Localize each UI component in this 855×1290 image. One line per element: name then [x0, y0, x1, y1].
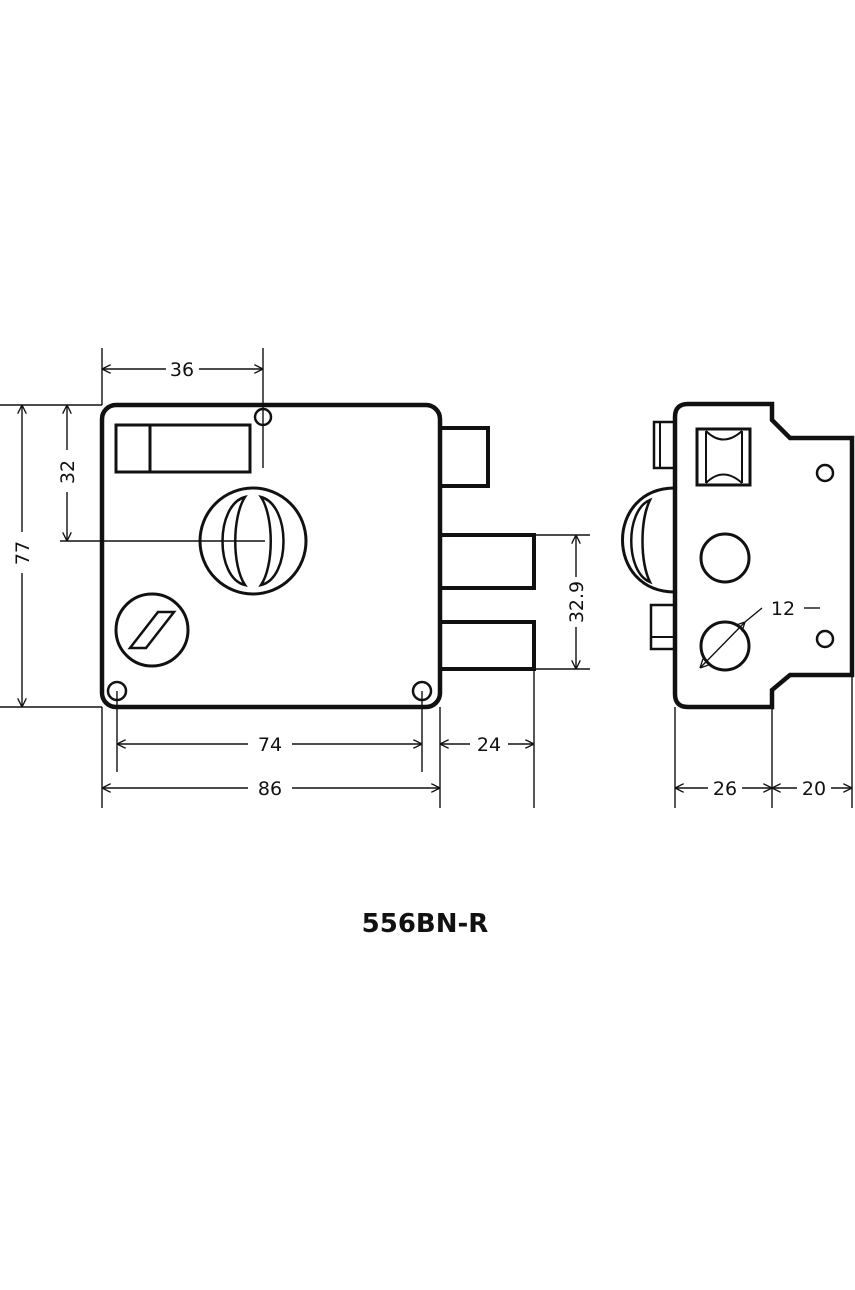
lower-bolt	[440, 620, 536, 671]
dim-hole-spacing: 74	[258, 734, 282, 756]
dim-total-height: 77	[12, 541, 34, 565]
latch-block	[114, 423, 152, 474]
upper-bolt	[440, 426, 490, 488]
dim-body-depth: 26	[713, 778, 737, 800]
side-spindle-hole	[699, 532, 751, 584]
dim-flange-depth: 20	[802, 778, 826, 800]
lock-case	[99, 402, 443, 710]
middle-bolt	[440, 533, 536, 590]
side-tab-bottom	[649, 603, 677, 651]
model-title: 556BN-R	[362, 909, 489, 939]
dim-top-width: 36	[170, 359, 194, 381]
side-screw-hole-bottom	[815, 629, 835, 649]
side-view-labels: 12 26 20	[713, 598, 826, 800]
front-view	[99, 402, 536, 710]
side-knob	[621, 486, 676, 594]
side-screw-hole-top	[815, 463, 835, 483]
side-cylinder-hole	[699, 620, 751, 672]
dim-bolt-projection: 24	[477, 734, 501, 756]
latch-slot	[114, 423, 252, 474]
dim-height-to-center: 32	[57, 460, 79, 484]
side-knob-grip	[630, 497, 653, 585]
front-view-labels: 36 32 77 74 86 24 32.9	[12, 359, 588, 800]
thumb-turn	[114, 592, 190, 668]
side-latch-window	[695, 427, 752, 487]
thumb-turn-diamond	[127, 610, 177, 650]
dim-bolt-span: 32.9	[566, 581, 588, 623]
knob-grip-right	[258, 494, 285, 587]
side-view	[621, 401, 855, 710]
side-tab-top	[652, 420, 677, 470]
side-view-dimensions	[674, 607, 853, 808]
knob-grip-left	[221, 494, 248, 587]
dim-total-width: 86	[258, 778, 282, 800]
front-view-dimensions	[0, 348, 590, 808]
dim-cylinder-diameter: 12	[771, 598, 795, 620]
